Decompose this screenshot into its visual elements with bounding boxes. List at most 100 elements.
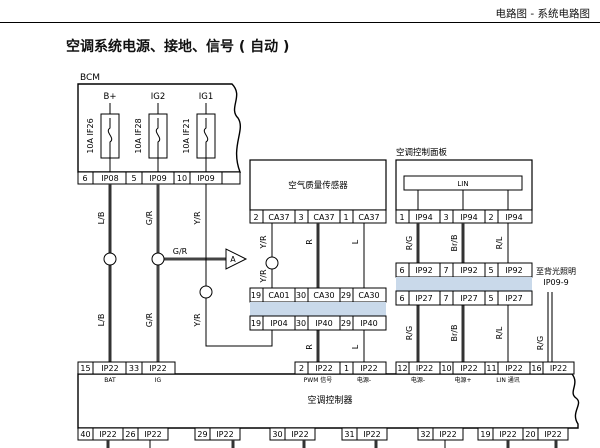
panel-pin-conn-1: IP94 <box>415 213 432 222</box>
fuse-label-if28: 10A IF28 <box>134 118 143 153</box>
backlight-line2: IP09-9 <box>543 278 568 287</box>
pc-top-num-3: 5 <box>488 266 493 275</box>
sensor-pin-conn-1: CA37 <box>268 213 289 222</box>
controller-top-pins: 15 IP22 BAT 33 IP22 IG 2 IP22 PWM 信号 1 I… <box>77 361 575 384</box>
ctrl-top-num-7: 11 <box>486 364 496 373</box>
ctrl-sig-power-neg-2: 电源- <box>411 376 425 384</box>
pc-top-conn-2: IP92 <box>460 266 477 275</box>
sc-bot-num-2: 30 <box>296 319 306 328</box>
bcm-label: BCM <box>80 73 100 83</box>
wire-gr: G/R G/R G/R <box>145 184 226 362</box>
wire-label-rl-1: R/L <box>495 236 504 249</box>
sc-top-num-1: 19 <box>251 291 261 300</box>
supply-ig2: IG2 <box>151 92 166 102</box>
panel-connector-pair: 6 IP92 7 IP92 5 IP92 6 IP27 7 IP27 5 IP2… <box>395 262 533 306</box>
backlight-line1: 至背光照明 <box>536 266 576 276</box>
ctrl-bot-num-5: 31 <box>344 430 354 439</box>
bcm-pin-row: 6 IP08 5 IP09 10 IP09 <box>77 171 241 185</box>
supply-bplus: B+ <box>104 92 117 102</box>
sensor-pin-conn-3: CA37 <box>358 213 379 222</box>
ctrl-top-num-6: 10 <box>441 364 451 373</box>
panel-pin-num-2: 3 <box>443 213 448 222</box>
ctrl-bot-conn-3: IP22 <box>216 430 233 439</box>
sc-top-num-2: 30 <box>296 291 306 300</box>
ctrl-top-conn-7: IP22 <box>505 364 522 373</box>
ctrl-bot-conn-5: IP22 <box>363 430 380 439</box>
wire-label-brb-1: Br/B <box>450 235 459 252</box>
pc-bot-conn-1: IP27 <box>415 294 432 303</box>
ctrl-top-conn-1: IP22 <box>101 364 118 373</box>
panel-pin-conn-2: IP94 <box>460 213 477 222</box>
wire-label-gr-2: G/R <box>145 312 154 327</box>
ctrl-top-num-1: 15 <box>80 364 90 373</box>
ctrl-top-conn-3: IP22 <box>315 364 332 373</box>
wire-label-brb-2: Br/B <box>450 325 459 342</box>
ctrl-bot-num-1: 40 <box>80 430 90 439</box>
ac-control-panel: 空调控制面板 LIN 1 IP94 3 IP94 2 IP94 <box>395 147 533 224</box>
bcm-pin-conn-2: IP09 <box>149 174 166 183</box>
pc-bot-num-2: 7 <box>443 294 448 303</box>
fuse-if21: 10A IF21 <box>182 103 216 172</box>
wire-label-yr-2: Y/R <box>193 313 202 328</box>
ctrl-top-num-2: 33 <box>129 364 139 373</box>
bcm-pin-num-1: 6 <box>82 174 87 183</box>
pc-top-conn-3: IP92 <box>505 266 522 275</box>
backlight-reference: 至背光照明 IP09-9 R/G <box>536 266 576 362</box>
sc-top-conn-1: CA01 <box>268 291 289 300</box>
wire-label-gr-1: G/R <box>145 210 154 225</box>
sensor-label: 空气质量传感器 <box>288 180 348 191</box>
ctrl-bot-num-4: 30 <box>272 430 282 439</box>
wire-label-sensor-yr-2: Y/R <box>259 269 268 284</box>
ctrl-top-conn-4: IP22 <box>360 364 377 373</box>
sensor-pin-conn-2: CA37 <box>313 213 334 222</box>
pc-bot-num-3: 5 <box>488 294 493 303</box>
sc-top-conn-3: CA30 <box>358 291 379 300</box>
offpage-label: A <box>230 255 236 264</box>
sensor-wires: Y/R Y/R R R L L <box>259 223 365 362</box>
pc-bot-conn-2: IP27 <box>460 294 477 303</box>
sc-bot-conn-2: IP40 <box>315 319 332 328</box>
ctrl-bot-conn-6: IP22 <box>439 430 456 439</box>
wire-label-yr-1: Y/R <box>193 211 202 226</box>
wire-label-sensor-r-1: R <box>305 239 314 245</box>
bcm-pin-num-2: 5 <box>131 174 136 183</box>
panel-label: 空调控制面板 <box>396 147 448 158</box>
ctrl-top-conn-6: IP22 <box>460 364 477 373</box>
ctrl-bot-conn-4: IP22 <box>291 430 308 439</box>
ctrl-bot-num-6: 32 <box>420 430 430 439</box>
wire-yr: Y/R Y/R <box>193 184 273 347</box>
wire-label-lb-1: L/B <box>97 212 106 225</box>
sensor-pin-num-1: 2 <box>253 213 258 222</box>
ctrl-bot-num-3: 29 <box>197 430 207 439</box>
sensor-connector-pair: 19 CA01 30 CA30 29 CA30 19 IP04 30 IP40 … <box>249 287 387 331</box>
ctrl-bot-conn-7: IP22 <box>499 430 516 439</box>
sc-top-num-3: 29 <box>341 291 351 300</box>
supply-ig1: IG1 <box>199 92 214 102</box>
sc-bot-num-3: 29 <box>341 319 351 328</box>
sc-top-conn-2: CA30 <box>313 291 334 300</box>
wire-label-rg-2: R/G <box>405 326 414 340</box>
header-divider <box>0 22 600 23</box>
pc-top-num-2: 7 <box>443 266 448 275</box>
pc-bot-conn-3: IP27 <box>505 294 522 303</box>
panel-wires: R/G R/G Br/B Br/B R/L R/L <box>405 223 509 362</box>
ctrl-bot-conn-8: IP22 <box>544 430 561 439</box>
pc-top-conn-1: IP92 <box>415 266 432 275</box>
ctrl-sig-power-pos: 电源+ <box>454 376 471 384</box>
bcm-pin-num-3: 10 <box>177 174 187 183</box>
ctrl-bot-num-2: 26 <box>125 430 135 439</box>
ctrl-bot-conn-1: IP22 <box>99 430 116 439</box>
sc-bot-num-1: 19 <box>251 319 261 328</box>
panel-pin-num-1: 1 <box>399 213 404 222</box>
wire-lb: L/B L/B <box>97 184 117 362</box>
air-quality-sensor: 空气质量传感器 2 CA37 3 CA37 1 CA37 <box>249 159 387 224</box>
bcm-module: BCM B+ IG2 IG1 10A IF26 10A IF28 10A IF2… <box>77 73 242 173</box>
panel-pin-conn-3: IP94 <box>505 213 522 222</box>
wire-label-sensor-l-1: L <box>351 239 360 244</box>
ctrl-top-num-3: 2 <box>299 364 304 373</box>
page-title: 空调系统电源、接地、信号 ( 自动 ) <box>66 39 290 55</box>
wire-label-backlight-rg: R/G <box>536 336 545 350</box>
wire-label-sensor-r-2: R <box>305 344 314 350</box>
wire-label-rl-2: R/L <box>495 326 504 339</box>
